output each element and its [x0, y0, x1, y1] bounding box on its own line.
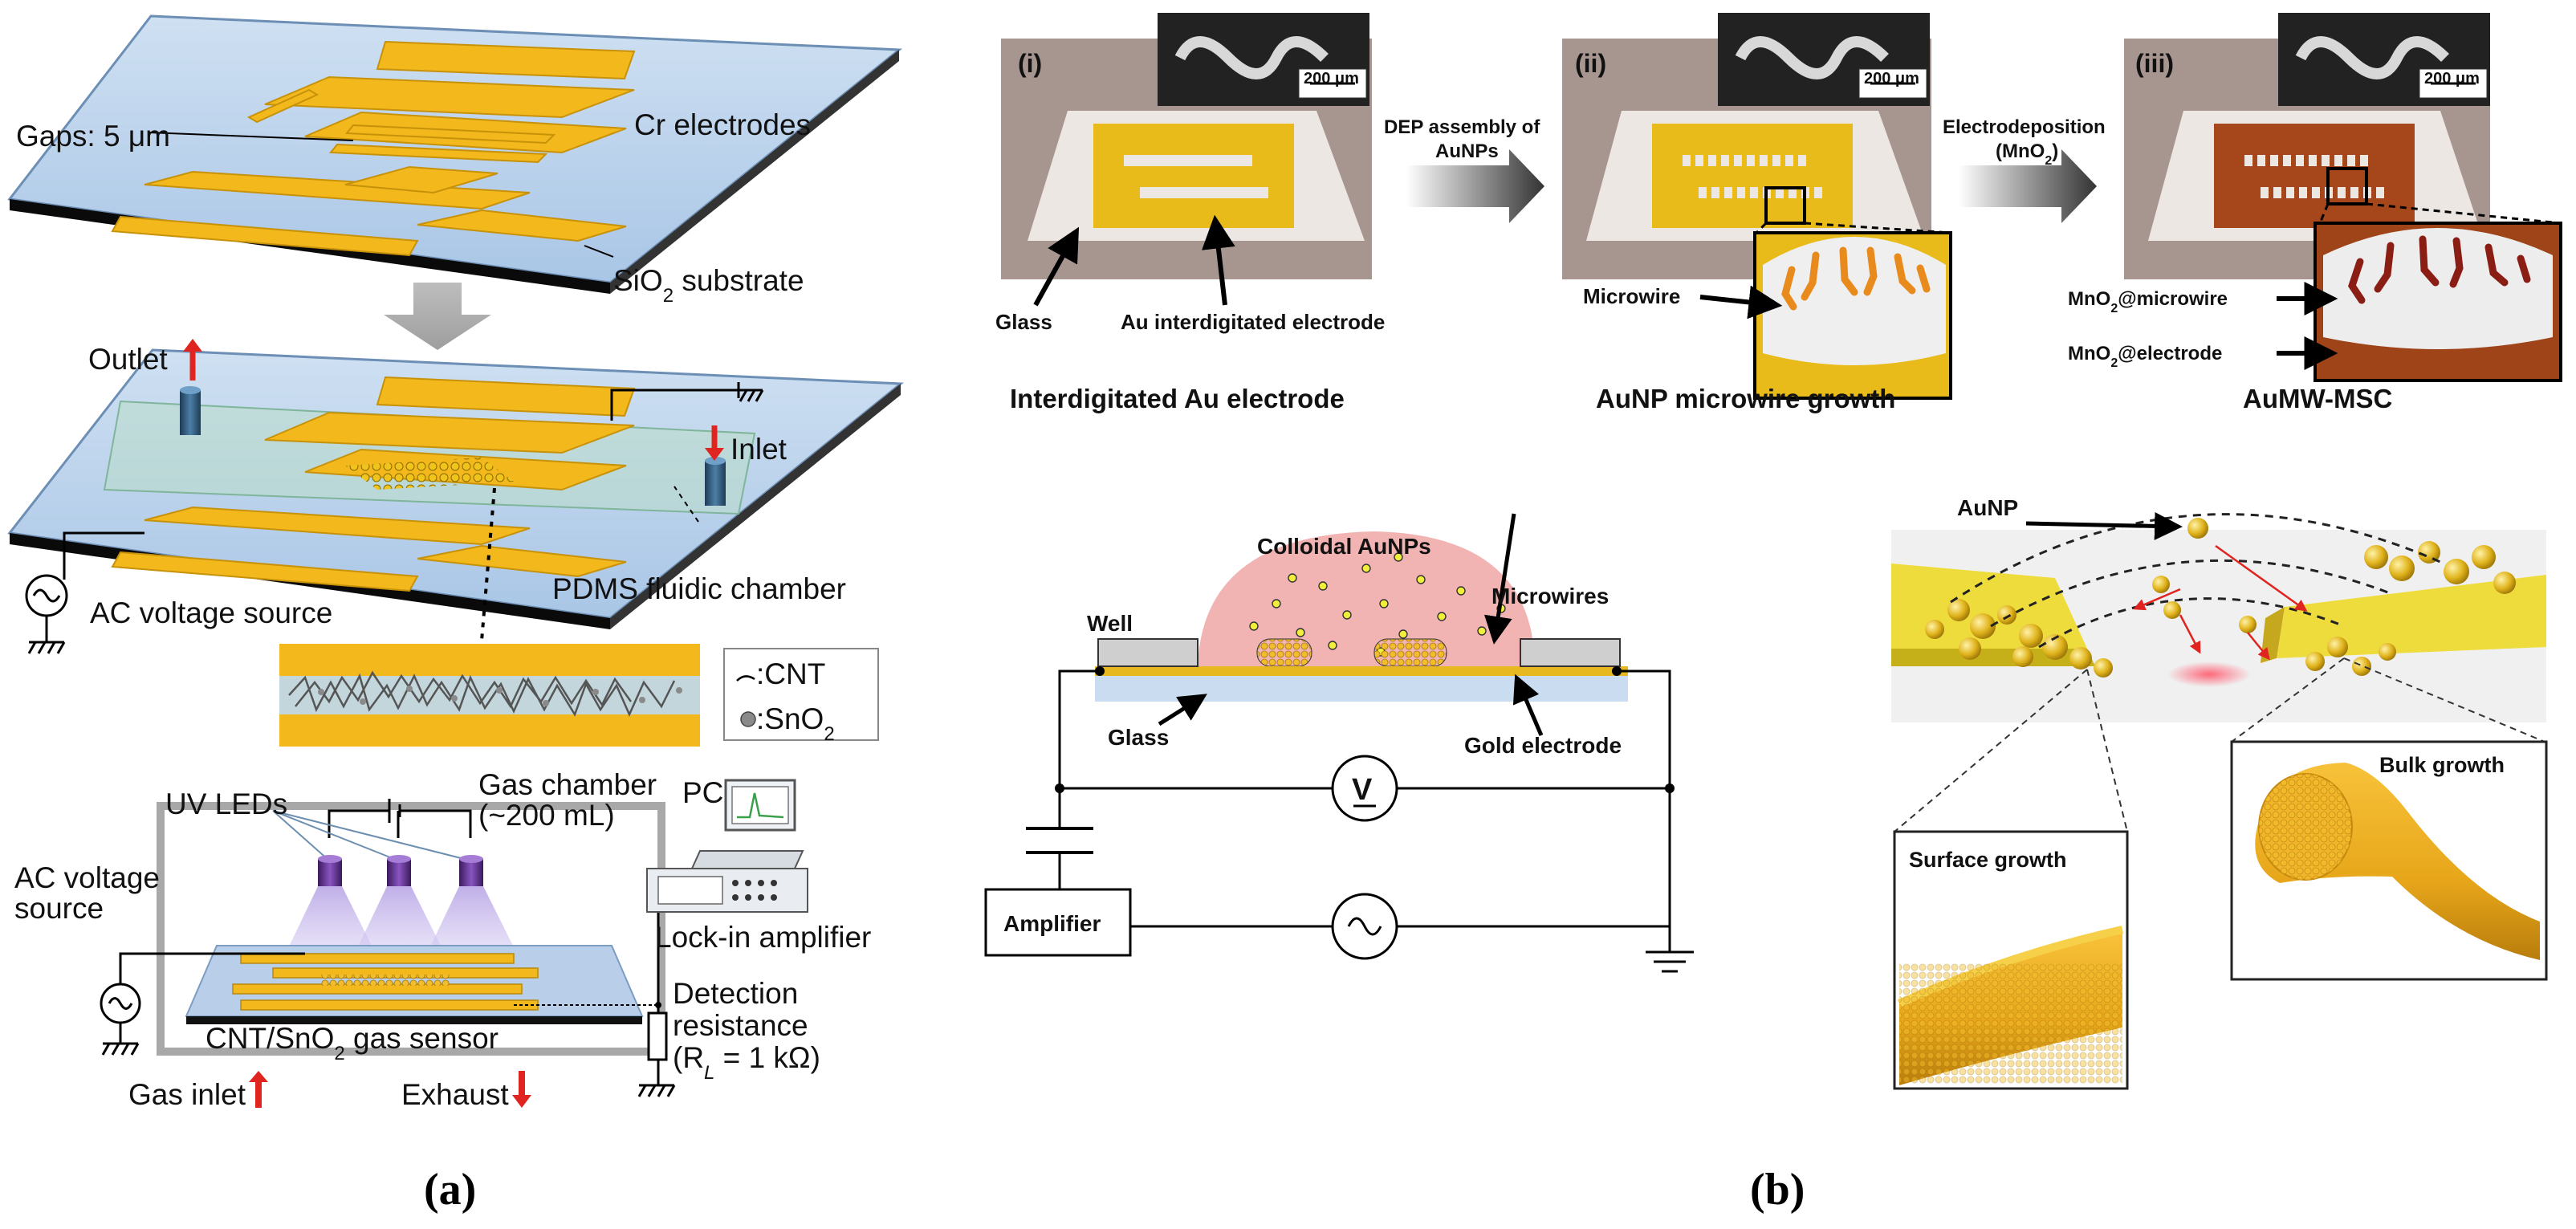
glass-label: Glass [1108, 725, 1169, 750]
step3-title: AuMW-MSC [2243, 384, 2392, 413]
detection-label-1: Detection [673, 977, 798, 1010]
arrow2-label-2: (MnO2) [1996, 140, 2058, 168]
voltmeter-label: V [1352, 773, 1373, 807]
sensor-label: CNT/SnO2 gas sensor [206, 1022, 499, 1064]
step1-glass-label: Glass [995, 310, 1052, 334]
lockin-label: Lock-in amplifier [655, 921, 871, 954]
process-down-arrow [384, 283, 491, 350]
step2-scale-bar: 200 μm [1864, 70, 1919, 87]
ac-voltage-label-1: AC voltage [14, 861, 160, 894]
process-arrow-1 [1406, 149, 1544, 223]
detection-label-2: resistance [673, 1009, 808, 1042]
detection-label-3: (RL = 1 kΩ) [673, 1041, 820, 1084]
cr-electrodes-label: Cr electrodes [634, 108, 811, 141]
step2-microwire-label: Microwire [1583, 284, 1680, 308]
ac-voltage-source-label: AC voltage source [90, 596, 332, 629]
step2-title: AuNP microwire growth [1596, 384, 1895, 413]
fluidic-chamber-diagram: Outlet Inlet AC voltage source PDMS flui… [7, 339, 905, 654]
dep-circuit-diagram: V Amplifier [984, 513, 1694, 973]
growth-illustration [1891, 511, 2548, 1090]
step3-scale-bar: 200 μm [2424, 70, 2480, 87]
legend-sno2: :SnO2 [756, 702, 835, 745]
arrow1-label-1: DEP assembly of [1384, 116, 1540, 138]
cnt-sno2-legend: :CNT :SnO2 [723, 648, 879, 745]
mno2-electrode-label: MnO2@electrode [2068, 343, 2222, 370]
panel-b-caption: (b) [1750, 1165, 1805, 1215]
uv-led-2 [387, 855, 411, 886]
arrow2-label-1: Electrodeposition [1943, 116, 2106, 138]
uv-leds-label: UV LEDs [165, 787, 287, 820]
measurement-setup-diagram: UV LEDs Gas chamber (~200 mL) AC voltage… [14, 768, 820, 1111]
gold-electrode-label: Gold electrode [1464, 733, 1622, 758]
cnt-zoom-inset [279, 644, 700, 747]
pc-label: PC [682, 776, 723, 809]
pdms-chamber-label: PDMS fluidic chamber [552, 572, 846, 605]
uv-led-1 [318, 855, 342, 886]
step-2-photo: 200 μm (ii) [1562, 13, 1952, 400]
surface-growth-label: Surface growth [1909, 848, 2067, 872]
uv-led-3 [459, 855, 483, 886]
arrow1-label-2: AuNPs [1435, 140, 1499, 162]
step1-title: Interdigitated Au electrode [1010, 384, 1345, 413]
voltmeter-symbol [1331, 755, 1398, 822]
gas-chamber-label: Gas chamber [478, 768, 657, 801]
bulk-growth-label: Bulk growth [2379, 753, 2505, 777]
legend-cnt: :CNT [756, 657, 825, 690]
aunp-label: AuNP [1957, 495, 2018, 520]
mno2-microwire-label: MnO2@microwire [2068, 288, 2228, 315]
sio2-substrate-label: SiO2 substrate [613, 264, 804, 307]
electrode-plate-diagram: Gaps: 5 μm Cr electrodes SiO2 substrate [7, 14, 903, 307]
amplifier-label: Amplifier [1003, 911, 1101, 936]
outlet-label: Outlet [88, 343, 168, 376]
step2-tag: (ii) [1575, 49, 1606, 78]
step1-au-electrode-label: Au interdigitated electrode [1121, 310, 1385, 334]
step-3-photo: 200 μm (iii) [2124, 13, 2562, 382]
well-label: Well [1087, 611, 1133, 636]
process-arrow-2 [1959, 149, 2097, 223]
exhaust-label: Exhaust [401, 1078, 509, 1111]
colloid-droplet [1198, 531, 1535, 666]
step-1-photo: 200 μm (i) [1001, 13, 1372, 307]
panel-a-caption: (a) [424, 1165, 476, 1215]
ac-voltage-label-2: source [14, 892, 104, 925]
inlet-label: Inlet [730, 433, 787, 466]
gas-inlet-label: Gas inlet [128, 1078, 246, 1111]
step1-scale-bar: 200 μm [1304, 70, 1359, 87]
microwires-label: Microwires [1491, 584, 1609, 608]
pc-lockin-device: PC Lock-in amplifier [646, 776, 871, 954]
colloidal-aunps-label: Colloidal AuNPs [1257, 534, 1431, 559]
step3-tag: (iii) [2135, 49, 2174, 78]
panel-b: 200 μm (i) Glass Au interdigitated elect… [984, 13, 2562, 1215]
panel-a: Gaps: 5 μm Cr electrodes SiO2 substrate [7, 14, 905, 1215]
gas-chamber-volume: (~200 mL) [478, 799, 615, 832]
step1-tag: (i) [1018, 49, 1042, 78]
gaps-label: Gaps: 5 μm [16, 120, 170, 153]
amplifier-box [984, 888, 1132, 957]
